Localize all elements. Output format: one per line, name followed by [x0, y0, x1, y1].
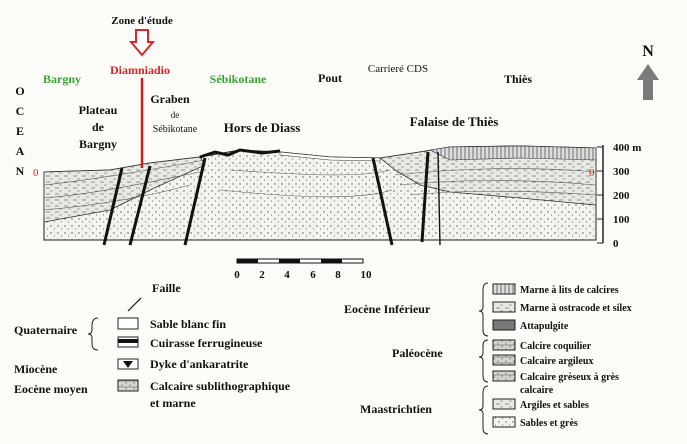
legend-right: Eocène Inférieur Marne à lits de calcire… — [344, 283, 632, 434]
study-zone-arrow — [131, 30, 153, 55]
elevation-label-200: 200 — [613, 190, 630, 202]
ocean-label: O C E A N — [15, 84, 24, 178]
legend-paleocene-brace — [479, 340, 488, 382]
scale-tick-10: 10 — [361, 269, 373, 281]
unit-graben-line2: de — [171, 110, 180, 120]
study-zone-label: Zone d'étude — [111, 15, 173, 27]
ocean-letter: A — [16, 144, 25, 158]
legend-marne-lits-swatch — [493, 284, 515, 294]
legend-cuirasse-band — [118, 339, 138, 343]
scale-bar-segment — [279, 259, 300, 263]
legend-sable-label: Sable blanc fin — [150, 317, 226, 331]
north-label: N — [642, 43, 654, 60]
legend-maastrichtien-brace — [479, 386, 488, 434]
legend-calcaire-sub-swatch — [118, 380, 138, 391]
legend-marne-ostracode-swatch — [493, 302, 515, 312]
legend-calcaire-argileux-label: Calcaire argileux — [520, 356, 593, 367]
legend-calcaire-sub-label-2: et marne — [150, 396, 196, 410]
elevation-axis: 400 m 300 200 100 0 — [597, 142, 641, 250]
legend-cuirasse-label: Cuirasse ferrugineuse — [150, 336, 263, 350]
cross-section — [44, 146, 596, 240]
legend-faille-label: Faille — [152, 281, 181, 295]
legend-miocene: Miocène — [14, 362, 58, 376]
legend-sables-gres-swatch — [493, 417, 515, 427]
scale-tick-0: 0 — [234, 269, 240, 281]
ocean-letter: E — [16, 124, 24, 138]
legend-eocene-brace — [479, 283, 488, 336]
legend-maastrichtien: Maastrichtien — [360, 402, 432, 416]
ocean-letter: N — [16, 164, 25, 178]
legend-dyke-label: Dyke d'ankaratrite — [150, 357, 249, 371]
legend-quaternaire: Quaternaire — [14, 323, 78, 337]
legend-calcaire-greseux-swatch — [493, 371, 515, 381]
legend-calcaire-greseux-label: Calcaire grèseux à grès — [520, 372, 619, 383]
place-pout: Pout — [318, 71, 342, 85]
north-arrow: N — [637, 43, 659, 100]
legend-eocene-inferieur: Eocène Inférieur — [344, 302, 431, 316]
legend-calcaire-sub-label-1: Calcaire sublithographique — [150, 379, 291, 393]
unit-graben-line3: Sébikotane — [153, 124, 198, 135]
unit-falaise: Falaise de Thiès — [410, 114, 499, 129]
place-diamniadio: Diamniadio — [110, 63, 170, 77]
sea-level-right: 0 — [589, 167, 595, 179]
legend-calcaire-word: calcaire — [520, 385, 554, 396]
scale-tick-6: 6 — [310, 269, 316, 281]
place-sebikotane: Sébikotane — [210, 72, 267, 86]
unit-plateau-line1: Plateau — [79, 103, 118, 117]
place-carriere-cds: Carrieré CDS — [368, 63, 428, 75]
unit-plateau-line2: de — [92, 120, 105, 134]
elevation-label-0: 0 — [613, 238, 619, 250]
section-right-top-layer — [430, 146, 596, 160]
place-bargny: Bargny — [43, 72, 81, 86]
scale-bar-segment — [237, 259, 258, 263]
unit-horst: Hors de Diass — [224, 120, 301, 135]
legend-calcaire-coquilier-swatch — [493, 340, 515, 350]
elevation-label-100: 100 — [613, 214, 630, 226]
sea-level-left: 0 — [33, 167, 39, 179]
scale-bar-segment — [321, 259, 342, 263]
unit-graben-line1: Graben — [150, 92, 190, 106]
legend-sables-gres-label: Sables et grès — [520, 418, 578, 429]
legend-argiles-label: Argiles et sables — [520, 400, 589, 411]
ocean-letter: O — [15, 84, 24, 98]
elevation-label-300: 300 — [613, 166, 630, 178]
legend-quaternaire-brace — [88, 318, 98, 350]
legend-sable-swatch — [118, 318, 138, 329]
ocean-letter: C — [16, 104, 25, 118]
scale-tick-4: 4 — [284, 269, 290, 281]
legend-calcaire-argileux-swatch — [493, 355, 515, 365]
legend-eocene-moyen: Eocène moyen — [14, 382, 88, 396]
elevation-label-400: 400 m — [613, 142, 641, 154]
scale-bar: 0 2 4 6 8 10 — [234, 259, 372, 281]
legend-marne-lits-label: Marne à lits de calcires — [520, 285, 619, 296]
legend-calcaire-coquilier-label: Calcire coquilier — [520, 341, 592, 352]
legend-left: Faille Quaternaire Sable blanc fin Cuira… — [14, 281, 291, 410]
scale-tick-8: 8 — [335, 269, 341, 281]
legend-attapulgite-swatch — [493, 320, 515, 330]
scale-tick-2: 2 — [259, 269, 265, 281]
unit-plateau-line3: Bargny — [79, 137, 117, 151]
place-thies: Thiès — [504, 72, 532, 86]
north-arrow-icon — [637, 64, 659, 100]
legend-attapulgite-label: Attapulgite — [520, 321, 569, 332]
legend-argiles-swatch — [493, 399, 515, 409]
legend-marne-ostracode-label: Marne à ostracode et silex — [520, 303, 632, 314]
legend-paleocene: Paléocène — [392, 346, 443, 360]
legend-faille-symbol — [128, 298, 141, 311]
